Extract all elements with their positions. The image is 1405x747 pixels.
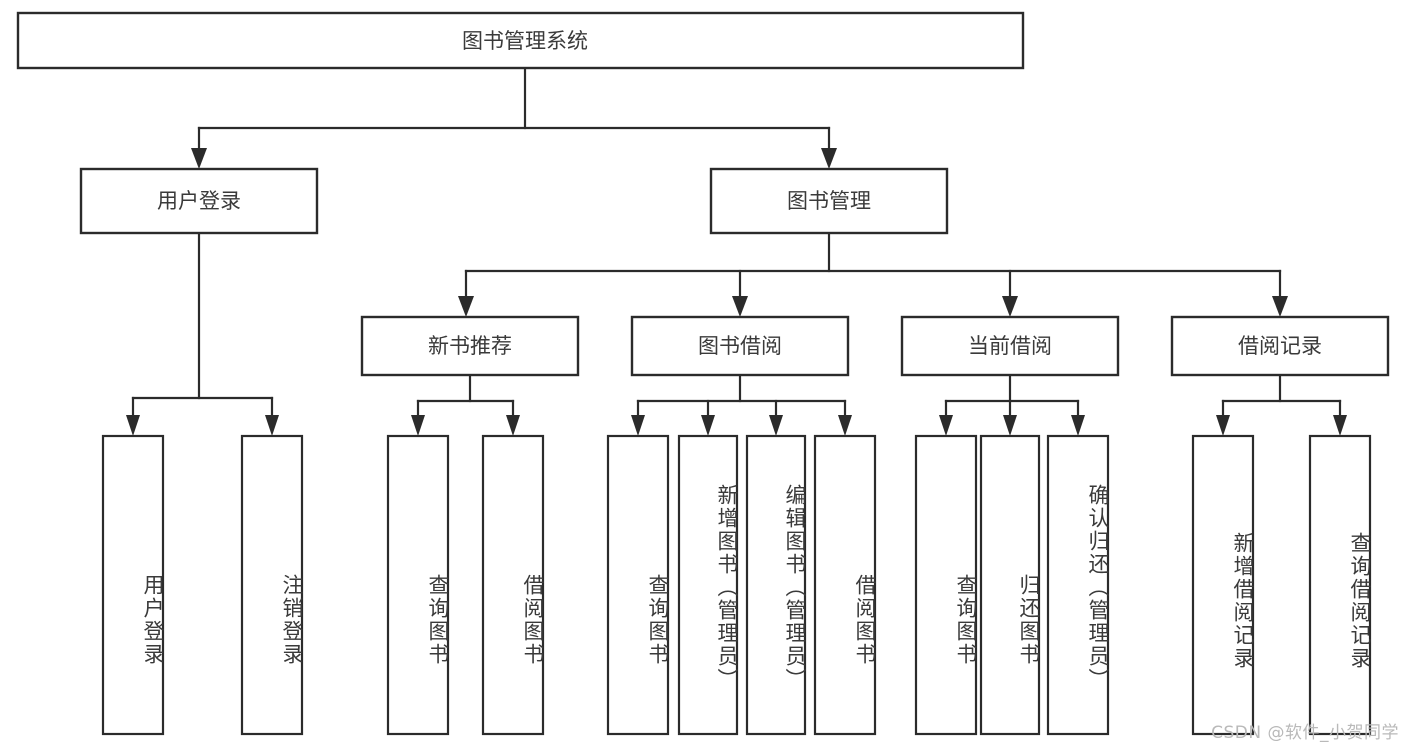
leaf-box-add-book-admin[interactable] [677,434,739,736]
node-root-label: 图书管理系统 [462,29,588,53]
node-borrow-record-label: 借阅记录 [1238,334,1322,358]
arrow-head-icon [506,415,520,436]
leaf-box-confirm-return-admin[interactable] [1046,434,1110,736]
connector-currentborrow-to-leaves [939,373,1085,436]
connector-borrowrecord-to-leaves [1216,373,1347,436]
node-root-box[interactable] [16,11,1025,70]
arrow-head-icon [1071,415,1085,436]
leaf-box-user-login[interactable] [101,434,165,736]
arrow-head-icon [191,148,207,169]
connector-userlogin-to-leaves [126,231,279,436]
connector-bookborrow-to-leaves [631,373,852,436]
node-book-borrow[interactable]: 图书借阅 [630,315,850,377]
arrow-head-icon [126,415,140,436]
arrow-head-icon [838,415,852,436]
node-user-login-box[interactable] [79,167,319,235]
leaf-box-query-book[interactable] [606,434,670,736]
node-current-borrow[interactable]: 当前借阅 [900,315,1120,377]
leaf-box-query-book-new[interactable] [386,434,450,736]
node-new-book-recommend[interactable]: 新书推荐 [360,315,580,377]
node-current-borrow-box[interactable] [900,315,1120,377]
leaf-box-query-book-current[interactable] [914,434,978,736]
arrow-head-icon [1002,296,1018,317]
arrow-head-icon [1003,415,1017,436]
arrow-head-icon [411,415,425,436]
node-book-management-label: 图书管理 [787,189,871,213]
node-book-management[interactable]: 图书管理 [709,167,949,235]
node-user-login[interactable]: 用户登录 [79,167,319,235]
node-borrow-record[interactable]: 借阅记录 [1170,315,1390,377]
leaf-box-borrow-book[interactable] [813,434,877,736]
watermark: CSDN @软件_小贺同学 [1211,723,1399,743]
node-book-management-box[interactable] [709,167,949,235]
leaf-box-return-book[interactable] [979,434,1041,736]
node-new-book-recommend-box[interactable] [360,315,580,377]
arrow-head-icon [939,415,953,436]
node-borrow-record-box[interactable] [1170,315,1390,377]
leaf-box-edit-book-admin[interactable] [745,434,807,736]
arrow-head-icon [265,415,279,436]
arrow-head-icon [1272,296,1288,317]
node-book-borrow-box[interactable] [630,315,850,377]
connector-bookmgmt-to-level3 [458,231,1288,317]
node-user-login-label: 用户登录 [157,189,241,213]
node-root[interactable]: 图书管理系统 [16,11,1025,70]
leaf-box-logout[interactable] [240,434,304,736]
connector-root-to-level2 [191,66,837,169]
arrow-head-icon [769,415,783,436]
arrow-head-icon [1216,415,1230,436]
node-current-borrow-label: 当前借阅 [968,334,1052,358]
arrow-head-icon [631,415,645,436]
arrow-head-icon [732,296,748,317]
arrow-head-icon [458,296,474,317]
arrow-head-icon [701,415,715,436]
arrow-head-icon [821,148,837,169]
leaf-box-query-borrow-record[interactable] [1308,434,1372,736]
arrow-head-icon [1333,415,1347,436]
leaf-box-add-borrow-record[interactable] [1191,434,1255,736]
node-book-borrow-label: 图书借阅 [698,334,782,358]
leaf-box-borrow-book-new[interactable] [481,434,545,736]
connector-newbook-to-leaves [411,373,520,436]
node-new-book-recommend-label: 新书推荐 [428,334,512,358]
